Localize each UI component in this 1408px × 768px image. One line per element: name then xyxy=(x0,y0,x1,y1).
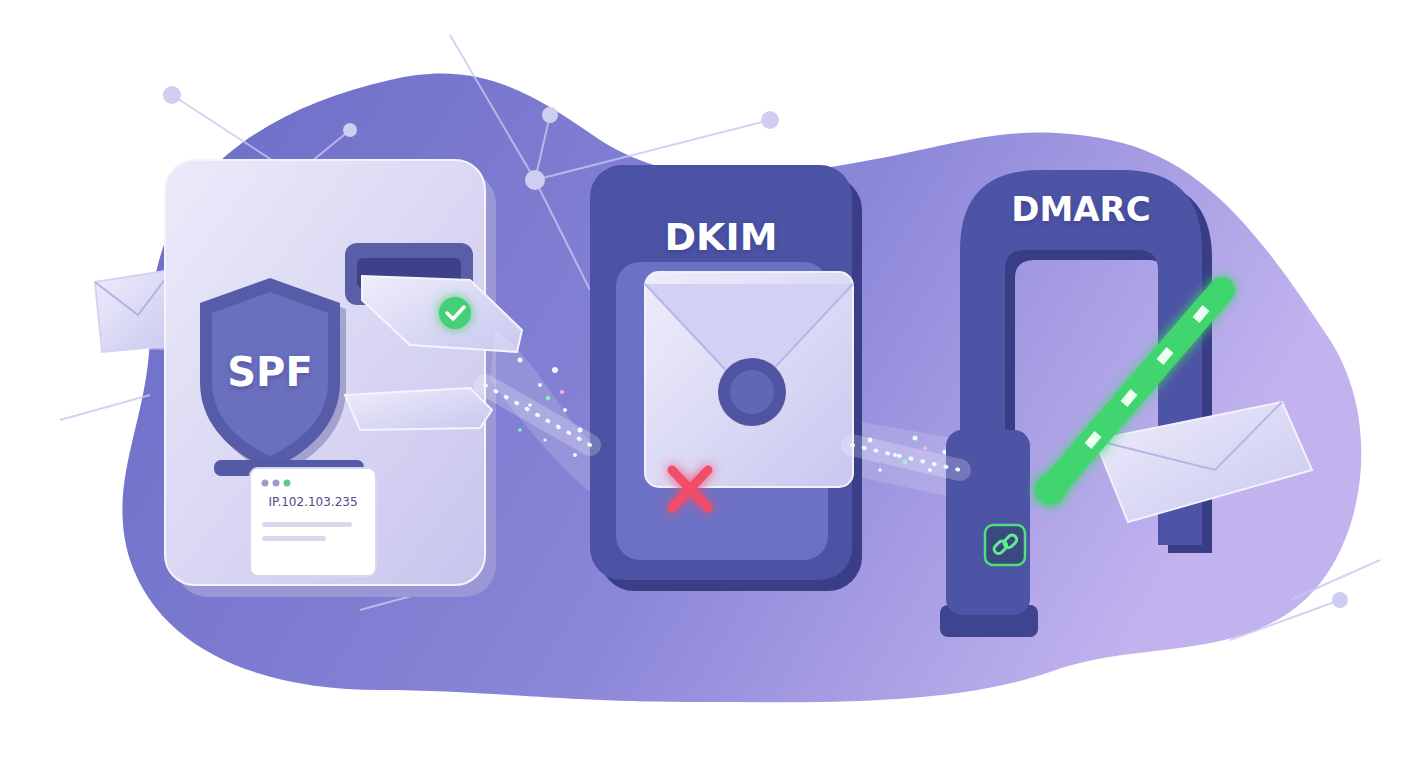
dmarc-gate: DMARC xyxy=(960,170,1202,620)
dmarc-gate xyxy=(940,170,1312,637)
shield-label: SPF xyxy=(227,350,312,394)
gate-title: DMARC xyxy=(1011,191,1151,228)
spf-panel: SPF IP.102.103.235 xyxy=(165,160,485,585)
background-blob xyxy=(122,73,1361,702)
spf-panel xyxy=(165,160,522,597)
network-lines xyxy=(60,35,1380,640)
stream-particles xyxy=(852,445,960,470)
dkim-panel xyxy=(590,165,862,591)
stream-particles xyxy=(485,385,590,445)
incoming-envelope xyxy=(0,270,178,352)
dkim-panel: DKIM xyxy=(590,165,852,580)
stream-band xyxy=(485,385,590,445)
particle-stream xyxy=(485,385,590,445)
ip-card-text: IP.102.103.235 xyxy=(268,496,357,509)
panel-title: DKIM xyxy=(665,217,778,259)
particle-stream xyxy=(852,445,960,470)
stream-band xyxy=(852,445,960,470)
